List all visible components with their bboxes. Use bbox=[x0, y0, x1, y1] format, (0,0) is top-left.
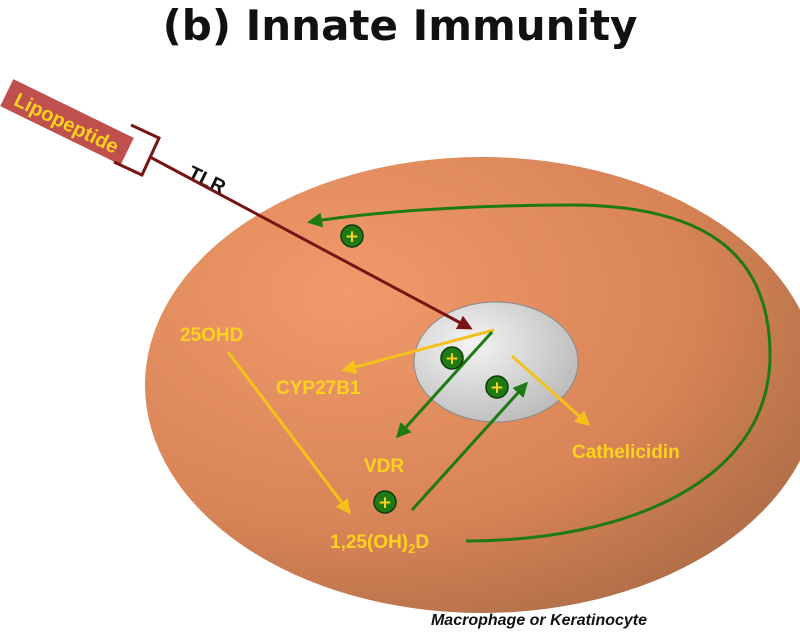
label-product-prefix: 1,25(OH) bbox=[330, 532, 408, 553]
label-vdr: VDR bbox=[364, 456, 404, 477]
label-cyp27b1: CYP27B1 bbox=[276, 378, 361, 399]
plus-badge-nucleus-left: + bbox=[440, 346, 464, 370]
lipopeptide-box bbox=[0, 76, 137, 168]
plus-badge-top: + bbox=[340, 224, 364, 248]
label-product-suffix: D bbox=[415, 532, 429, 553]
lipopeptide-ligand: Lipopeptide bbox=[0, 76, 137, 168]
plus-badge-nucleus-right: + bbox=[485, 375, 509, 399]
label-25ohd: 25OHD bbox=[180, 325, 243, 346]
svg-text:+: + bbox=[378, 493, 392, 513]
arrow-25ohd-to-product bbox=[226, 351, 351, 515]
svg-text:+: + bbox=[345, 227, 359, 247]
plus-badge-product: + bbox=[373, 490, 397, 514]
label-product-subscript: 2 bbox=[408, 541, 415, 556]
cell-type-caption: Macrophage or Keratinocyte bbox=[431, 612, 647, 629]
svg-text:+: + bbox=[445, 349, 459, 369]
tlr-label: TLR bbox=[184, 162, 229, 199]
arrow-product-to-nucleus bbox=[410, 381, 529, 512]
label-cathelicidin: Cathelicidin bbox=[572, 442, 680, 463]
arrow-to-cathelicidin bbox=[510, 354, 591, 427]
nucleus bbox=[413, 301, 579, 423]
diagram-title: (b) Innate Immunity bbox=[163, 1, 638, 50]
feedback-loop-arrow bbox=[307, 203, 772, 543]
svg-text:+: + bbox=[490, 378, 504, 398]
arrow-to-cyp27b1 bbox=[341, 328, 495, 375]
arrow-to-vdr bbox=[395, 330, 494, 439]
tlr-signal-arrow bbox=[149, 155, 473, 330]
label-product: 1,25(OH)2D bbox=[330, 532, 429, 556]
